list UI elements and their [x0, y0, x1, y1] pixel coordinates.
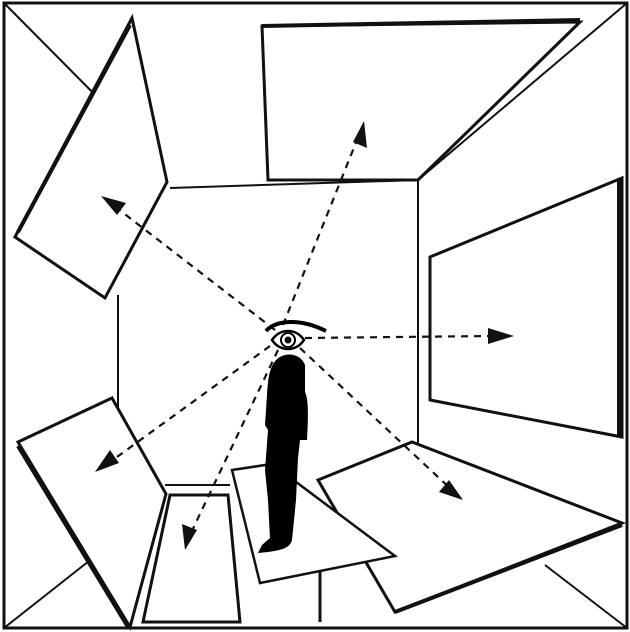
ray-upper-left — [113, 205, 275, 330]
panel-lower-left — [18, 398, 166, 627]
corner-line-bottom-right — [545, 565, 627, 628]
panel-ceiling — [262, 22, 580, 180]
panel-lower-right — [318, 442, 622, 612]
eye-icon — [266, 322, 326, 349]
panel-right — [430, 178, 622, 437]
eye-pupil — [285, 337, 292, 344]
panel-upper-left — [15, 18, 167, 298]
